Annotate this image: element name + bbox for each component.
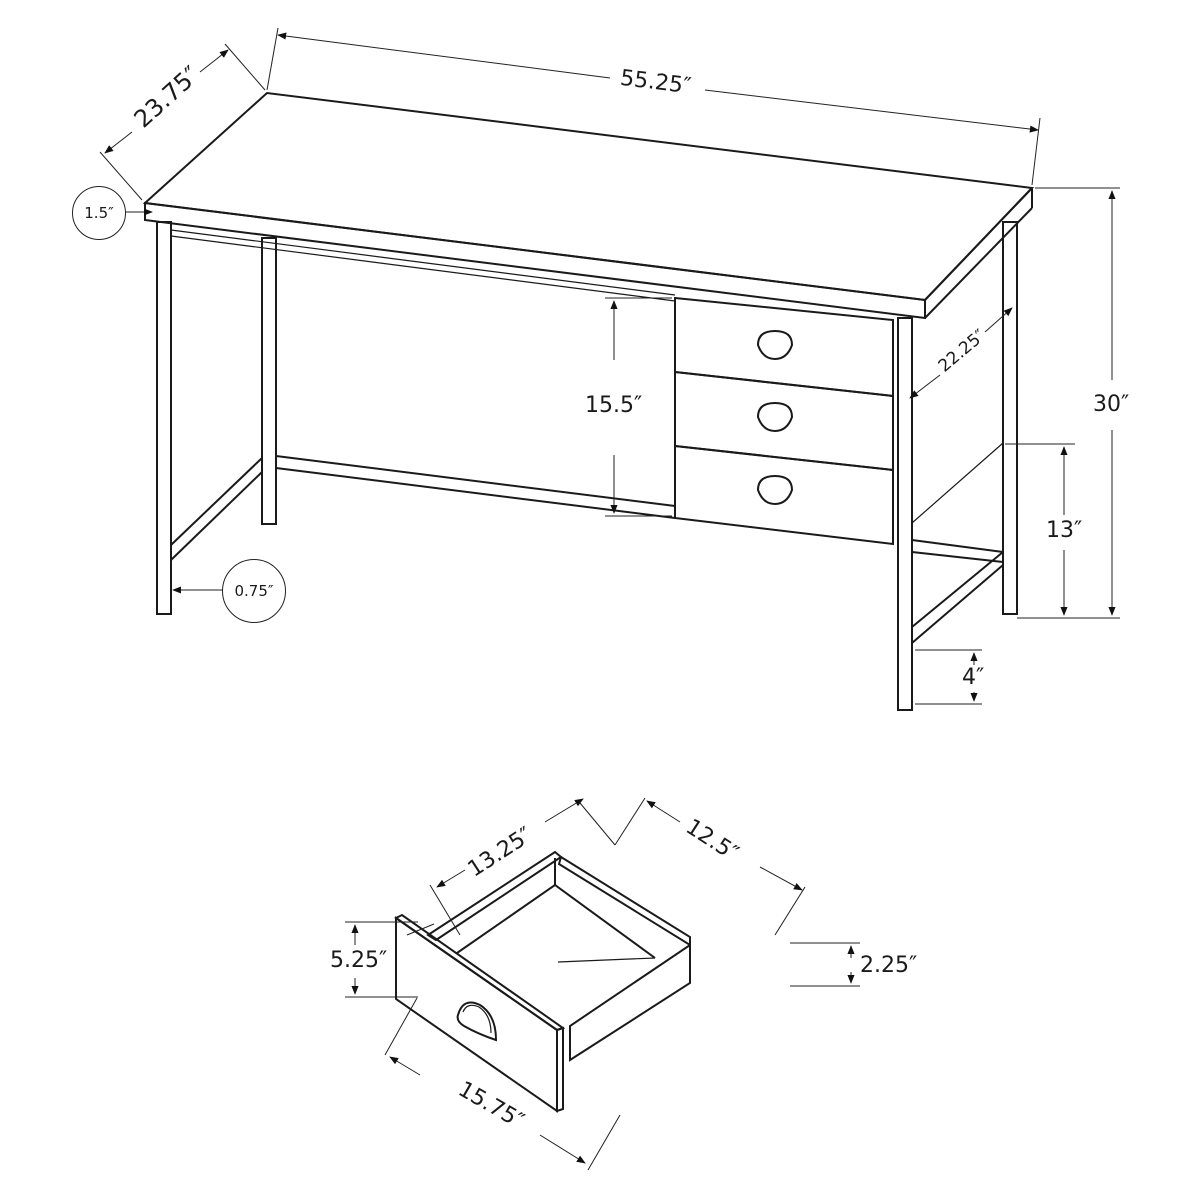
drawer-detail-drawing [345,797,860,1171]
total-height-label: 30″ [1093,392,1130,417]
drawer-stack-height-label: 15.5″ [585,393,643,418]
drawer-stack [674,296,894,546]
leg-width-label: 0.75″ [234,582,274,600]
shelf-height-label: 13″ [1046,518,1083,543]
leg-width-callout: 0.75″ [222,559,286,623]
desk-drawing [99,27,1120,711]
bottom-clearance-label: 4″ [962,665,985,690]
drawer-front-height-label: 5.25″ [330,948,388,973]
top-thickness-callout: 1.5″ [72,186,126,240]
drawer-side-height-label: 2.25″ [860,953,918,978]
top-thickness-label: 1.5″ [84,204,114,222]
